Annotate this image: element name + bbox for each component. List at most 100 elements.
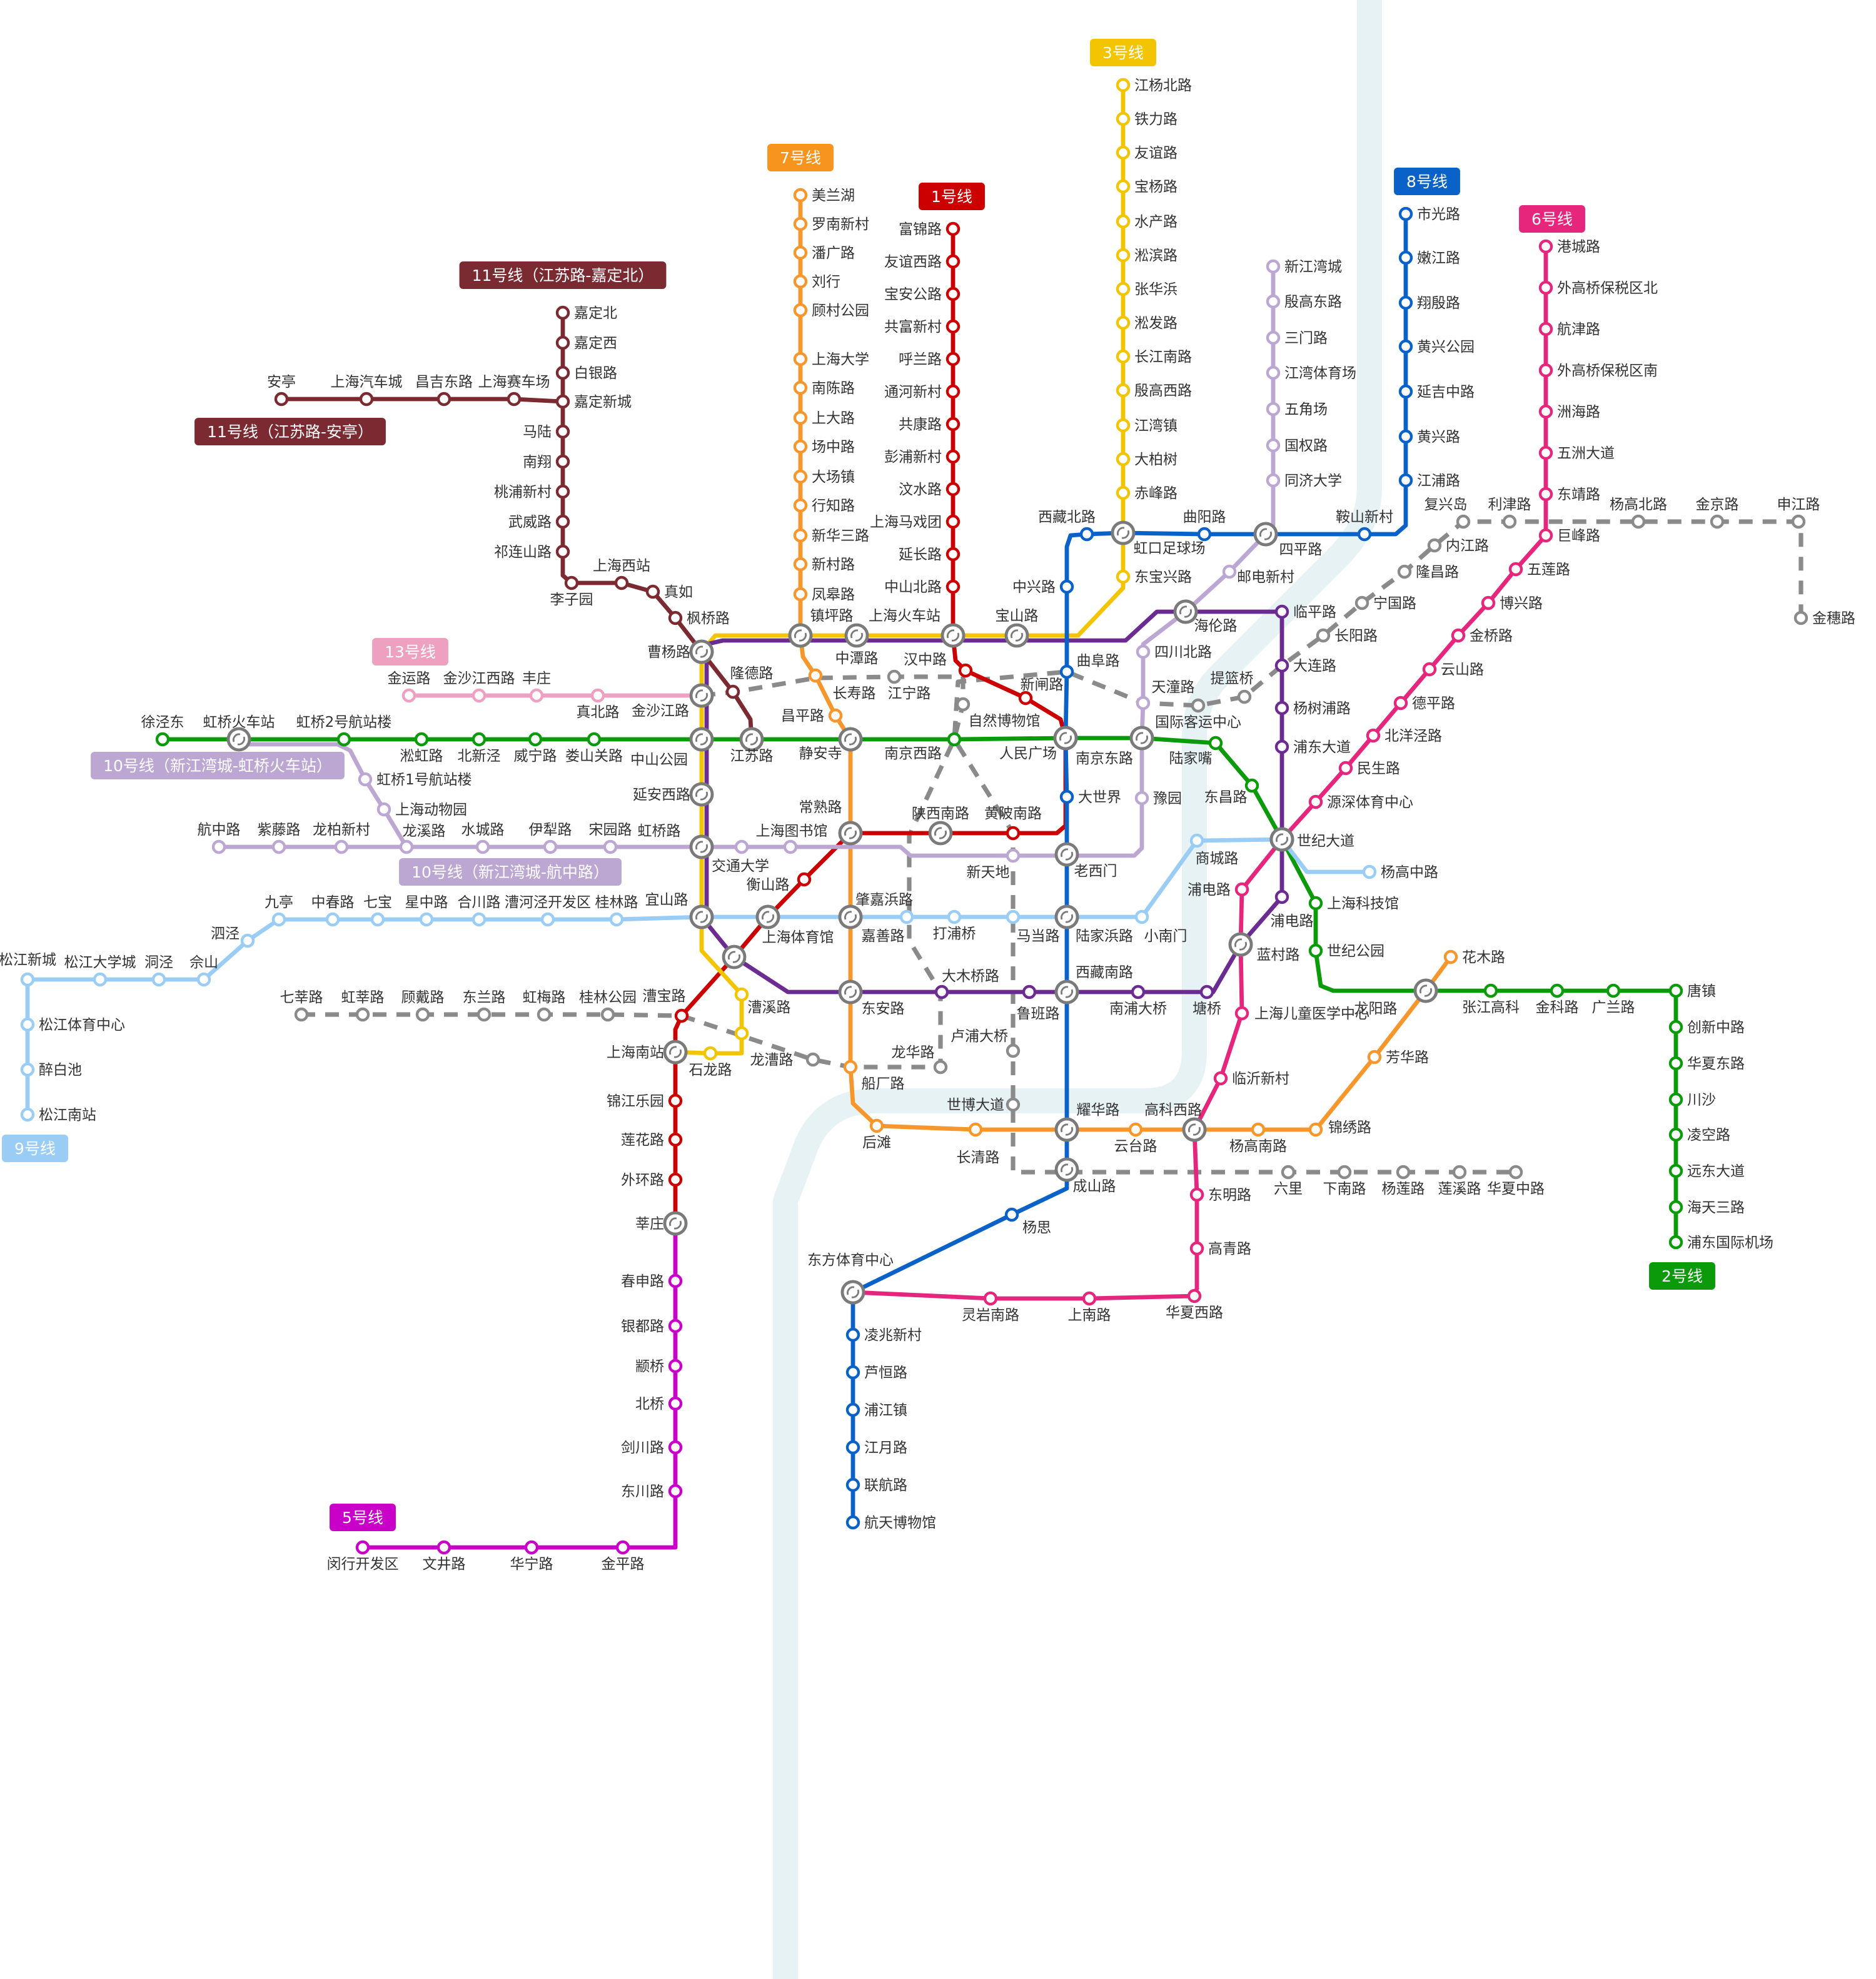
station-marker xyxy=(1006,826,1021,841)
line-badges: 3号线7号线1号线8号线6号线11号线（江苏路-嘉定北）11号线（江苏路-安亭）… xyxy=(2,39,1715,1531)
station-label: 中潭路 xyxy=(835,650,879,667)
station-label: 东兰路 xyxy=(463,989,506,1006)
station-label: 巨峰路 xyxy=(1557,528,1600,544)
station-label: 南京东路 xyxy=(1076,751,1133,767)
station-marker xyxy=(668,1318,683,1334)
interchange-icon xyxy=(739,727,764,752)
station-label: 金沙江西路 xyxy=(443,671,515,687)
station-marker xyxy=(336,732,351,747)
interchange-icon xyxy=(689,639,714,664)
interchange-icon xyxy=(755,904,780,929)
interchange-icon xyxy=(689,683,714,708)
station-label: 春申路 xyxy=(621,1273,664,1290)
station-marker xyxy=(1274,739,1289,754)
station-marker xyxy=(436,392,451,407)
station-label: 殷高东路 xyxy=(1284,294,1342,310)
station-marker xyxy=(1234,1006,1249,1021)
station-marker xyxy=(1134,909,1149,924)
station-marker xyxy=(958,663,973,678)
station-marker xyxy=(1059,789,1074,804)
station-label: 航津路 xyxy=(1557,321,1600,338)
station-label: 虹口足球场 xyxy=(1134,540,1206,557)
station-label: 枫桥路 xyxy=(687,610,730,627)
station-marker xyxy=(1116,383,1131,398)
line-badge-label: 10号线（新江湾城-航中路） xyxy=(411,863,609,881)
station-label: 七宝 xyxy=(363,894,392,911)
station-marker xyxy=(1006,1043,1021,1058)
station-marker xyxy=(1116,418,1131,433)
station-marker xyxy=(1538,404,1553,419)
station-label: 莲溪路 xyxy=(1438,1181,1481,1197)
station-label: 中山公园 xyxy=(630,752,688,768)
station-label: 桂林公园 xyxy=(579,989,637,1006)
station-marker xyxy=(1481,595,1496,610)
station-label: 华夏东路 xyxy=(1687,1056,1745,1072)
station-label: 外高桥保税区北 xyxy=(1557,280,1658,296)
station-label: 徐泾东 xyxy=(141,714,184,731)
station-label: 莲花路 xyxy=(621,1132,664,1148)
station-marker xyxy=(734,1026,749,1041)
station-marker xyxy=(590,688,605,703)
station-marker xyxy=(1187,1288,1202,1303)
station-label: 广兰路 xyxy=(1592,1000,1635,1016)
station-label: 东方体育中心 xyxy=(807,1252,894,1268)
station-marker xyxy=(1538,528,1553,543)
station-label: 桂林路 xyxy=(595,894,638,911)
station-marker xyxy=(543,839,558,854)
station-marker xyxy=(946,352,961,367)
station-label: 博兴路 xyxy=(1500,595,1543,612)
station-label: 行知路 xyxy=(812,498,855,514)
station-marker xyxy=(1483,983,1498,998)
station-marker xyxy=(1538,363,1553,378)
station-label: 东宝兴路 xyxy=(1134,569,1192,585)
station-label: 川沙 xyxy=(1687,1092,1716,1108)
station-label: 曹杨路 xyxy=(647,644,690,661)
station-label: 云台路 xyxy=(1114,1138,1157,1155)
station-label: 淞发路 xyxy=(1134,315,1178,332)
station-label: 西藏南路 xyxy=(1076,964,1133,981)
interchange-icon xyxy=(838,821,863,846)
station-label: 松江新城 xyxy=(0,952,56,968)
station-marker xyxy=(1396,1165,1411,1180)
station-label: 泗泾 xyxy=(211,926,240,942)
station-marker xyxy=(472,732,487,747)
station-label: 华夏西路 xyxy=(1166,1305,1223,1321)
station-marker xyxy=(1018,691,1033,706)
station-label: 龙柏新村 xyxy=(313,822,370,838)
station-label: 龙溪路 xyxy=(403,823,446,839)
station-marker xyxy=(1266,365,1281,380)
station-marker xyxy=(1059,664,1074,679)
station-label: 云山路 xyxy=(1441,662,1484,678)
station-marker xyxy=(1606,983,1621,998)
station-label: 花木路 xyxy=(1462,949,1505,966)
station-marker xyxy=(1393,696,1408,711)
station-label: 五角场 xyxy=(1284,402,1328,418)
interchange-icon xyxy=(941,623,966,648)
station-label: 陆家浜路 xyxy=(1076,928,1133,944)
line-badge-label: 9号线 xyxy=(14,1140,56,1158)
station-marker xyxy=(475,839,490,854)
station-label: 上海西站 xyxy=(593,558,650,574)
station-marker xyxy=(1668,1235,1683,1250)
station-label: 港城路 xyxy=(1557,239,1600,255)
station-label: 新闸路 xyxy=(1021,677,1064,693)
station-label: 小南门 xyxy=(1144,928,1188,944)
station-marker xyxy=(1079,527,1094,542)
station-marker xyxy=(793,587,808,602)
station-label: 衡山路 xyxy=(747,877,790,893)
station-label: 翔殷路 xyxy=(1417,295,1460,311)
station-marker xyxy=(1668,1056,1683,1071)
station-marker xyxy=(934,984,949,1000)
river xyxy=(773,0,1382,1979)
station-marker xyxy=(615,1540,630,1555)
station-marker xyxy=(843,1060,858,1075)
station-label: 洞泾 xyxy=(144,954,173,971)
station-marker xyxy=(614,575,629,590)
line-badge: 10号线（新江湾城-虹桥火车站） xyxy=(91,752,345,779)
station-marker xyxy=(1398,206,1413,221)
interchange-icon xyxy=(689,904,714,929)
station-marker xyxy=(1266,473,1281,488)
station-label: 上海图书馆 xyxy=(756,823,828,839)
station-marker xyxy=(1116,452,1131,467)
